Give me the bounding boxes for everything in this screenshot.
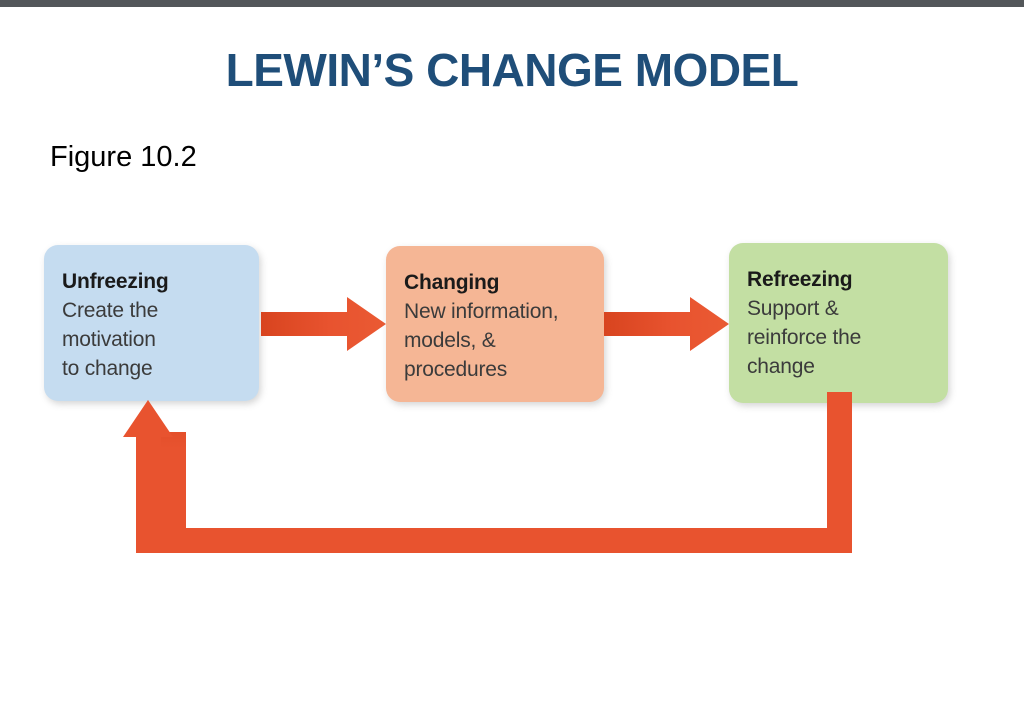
stage-description-changing-line-3: procedures [404, 358, 508, 381]
stage-box-changing: Changing New information, models, & proc… [386, 246, 604, 402]
stage-box-unfreezing: Unfreezing Create the motivation to chan… [44, 245, 259, 401]
stage-description-refreezing-line-1: Support & [747, 297, 839, 320]
stage-title-refreezing: Refreezing [747, 268, 853, 291]
arrow-refreezing-to-unfreezing-icon [110, 392, 870, 567]
stage-description-changing-line-1: New information, [404, 300, 559, 323]
stage-description-changing-line-2: models, & [404, 329, 496, 352]
stage-description-refreezing-line-3: change [747, 355, 815, 378]
stage-box-refreezing: Refreezing Support & reinforce the chang… [729, 243, 948, 403]
arrow-changing-to-refreezing-icon [604, 296, 730, 352]
stage-description-unfreezing-line-2: motivation [62, 328, 156, 351]
stage-description-unfreezing-line-1: Create the [62, 299, 159, 322]
stage-title-changing: Changing [404, 271, 500, 294]
figure-caption: Figure 10.2 [50, 141, 197, 173]
stage-description-refreezing-line-2: reinforce the [747, 326, 862, 349]
top-accent-bar [0, 0, 1024, 7]
stage-description-unfreezing-line-3: to change [62, 357, 153, 380]
stage-title-unfreezing: Unfreezing [62, 270, 169, 293]
page-title: LEWIN’S CHANGE MODEL [225, 44, 799, 96]
arrow-unfreezing-to-changing-icon [261, 296, 387, 352]
